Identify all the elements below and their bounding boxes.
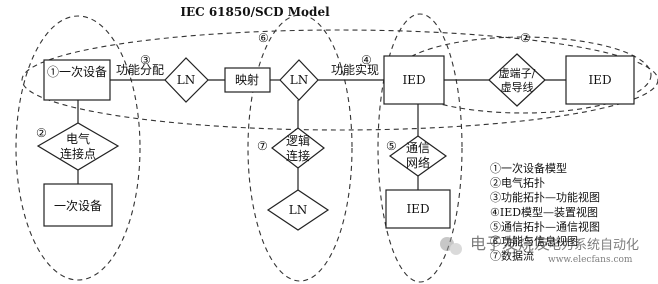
watermark-source: 电力系统自动化 <box>548 238 639 253</box>
marker-5: ⑤ <box>386 139 397 153</box>
electrical-label-2: 连接点 <box>60 146 96 161</box>
legend-item: ⑦数据流 <box>490 249 534 263</box>
ied-remote-box <box>565 55 635 105</box>
function-assign-label: 功能分配 <box>116 63 164 77</box>
logic-connection-diamond <box>271 127 325 169</box>
ln-function-diamond <box>164 57 209 103</box>
marker-7-logic: ⑦ <box>257 139 268 153</box>
primary-equipment-bottom-box <box>43 183 113 227</box>
logic-label-2: 连接 <box>286 148 310 163</box>
primary-equipment-label: ①一次设备 <box>47 65 107 79</box>
marker-6: ⑥ <box>258 31 269 45</box>
legend-item: ⑥功能与信息视图 <box>490 234 578 248</box>
legend-item: ⑤通信拓扑—通信视图 <box>490 219 600 233</box>
communication-ellipse <box>377 13 463 283</box>
marker-3: ③ <box>140 53 151 67</box>
primary-equipment-bottom-label: 一次设备 <box>54 199 102 213</box>
comm-label-1: 通信 <box>406 141 430 155</box>
mapping-label: 映射 <box>235 72 259 87</box>
ied-bottom-label: IED <box>406 202 429 216</box>
electrical-label-1: 电气 <box>66 131 90 146</box>
legend-item: ①一次设备模型 <box>490 161 567 175</box>
marker-4: ④ <box>361 53 372 67</box>
wechat-icon <box>440 237 462 255</box>
primary-equipment-ellipse <box>15 15 141 281</box>
legend-item: ②电气拓扑 <box>490 176 545 190</box>
watermark-url: www.elecfans.com <box>548 255 633 265</box>
watermark-text: 电子发烧友 <box>470 234 550 253</box>
function-view-ellipse <box>21 29 658 131</box>
logical-connection-ellipse <box>247 14 353 282</box>
ied-main-box <box>383 55 445 105</box>
legend: ①一次设备模型②电气拓扑③功能拓扑—功能视图④IED模型—装置视图⑤通信拓扑—通… <box>490 161 600 263</box>
ln-bottom-diamond <box>266 189 330 231</box>
electrical-connection-diamond <box>36 122 120 171</box>
marker-7-dataflow: ⑦ <box>520 31 531 45</box>
logic-label-1: 逻辑 <box>286 134 310 148</box>
watermark: 电子发烧友 www.elecfans.com 电力系统自动化 <box>440 234 639 265</box>
ln-mapped-label: LN <box>290 73 308 87</box>
comm-network-diamond <box>388 135 448 177</box>
virtual-terminal-diamond <box>488 53 546 107</box>
ied-bottom-box <box>385 189 451 229</box>
ln-bottom-label: LN <box>289 203 307 217</box>
ied-remote-label: IED <box>588 73 611 87</box>
virtual-terminal-label-1: 虚端子/ <box>499 67 536 80</box>
legend-item: ③功能拓扑—功能视图 <box>490 190 600 204</box>
ln-function-label: LN <box>177 73 195 87</box>
ln-mapped-diamond <box>279 59 319 101</box>
ied-main-label: IED <box>402 73 425 87</box>
mapping-box <box>224 67 271 93</box>
legend-item: ④IED模型—装置视图 <box>490 205 598 219</box>
marker-2: ② <box>36 126 47 140</box>
function-implement-label: 功能实现 <box>331 62 379 77</box>
virtual-terminal-label-2: 虚导线 <box>501 80 534 94</box>
comm-label-2: 网络 <box>406 155 430 170</box>
diagram-title: IEC 61850/SCD Model <box>180 5 330 19</box>
primary-equipment-box <box>43 59 111 101</box>
